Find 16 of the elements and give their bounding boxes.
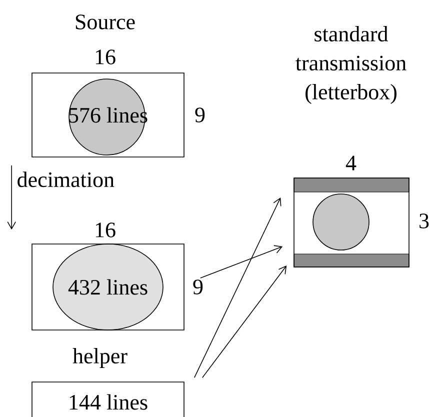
dimension-label: 9 — [193, 280, 203, 294]
arrow — [7, 165, 16, 230]
arrow — [194, 198, 282, 378]
dimension-label: 3 — [420, 214, 429, 228]
edge-label: decimation — [18, 172, 114, 188]
frame-box: 432 lines — [32, 244, 184, 330]
dimension-label: 4 — [346, 156, 356, 170]
dimension-label: 16 — [96, 50, 116, 64]
dimension-label: 9 — [195, 108, 205, 122]
heading-text: standard transmission (letterbox) — [296, 26, 406, 104]
dimension-label: 16 — [96, 222, 116, 238]
arrow — [200, 245, 283, 278]
arrow — [202, 266, 287, 378]
heading-text: helper — [72, 348, 128, 368]
frame-box: 144 lines — [32, 382, 184, 417]
heading-text: Source — [76, 14, 135, 30]
